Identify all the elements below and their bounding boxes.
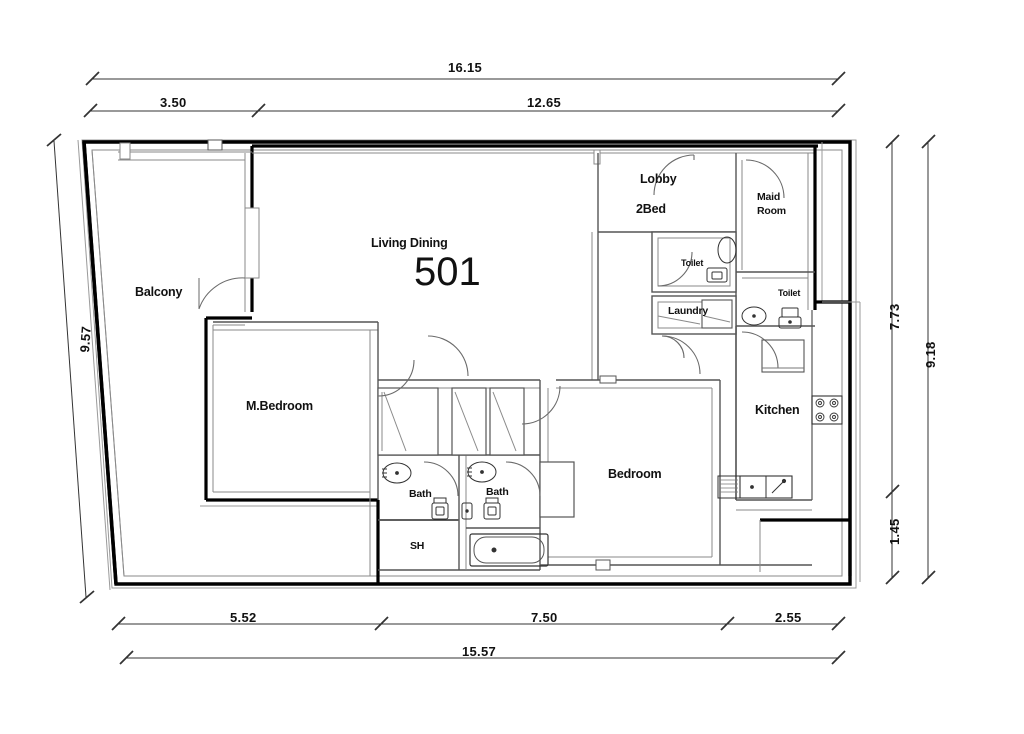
bathtub [469,533,549,567]
dimension-left-overall: 9.57 [77,325,94,353]
room-label-lobby: Lobby [640,172,677,186]
room-label-maid-room-line2: Room [757,205,786,217]
unit-number: 501 [414,250,481,294]
window [595,559,611,571]
dimension-right-upper: 7.73 [887,303,902,330]
wash-basin [717,236,737,264]
outer-wall-left-slant [77,139,125,591]
window [599,375,617,384]
room-label-bath-right: Bath [486,486,509,498]
dimension-top-left: 3.50 [160,95,187,110]
counter [761,339,805,373]
room-label-toilet-upper: Toilet [681,258,704,268]
room-label-balcony: Balcony [135,285,183,299]
toilet-wc [706,267,728,283]
window-jambs [207,139,617,571]
dimension-right-overall: 9.18 [923,341,938,368]
wash-basin [741,306,767,326]
dimension-top-overall: 16.15 [448,60,483,75]
dimension-bottom-left: 5.52 [230,610,257,625]
dimension-bottom-mid: 7.50 [531,610,558,625]
room-label-kitchen: Kitchen [755,403,800,417]
room-label-master-bedroom: M.Bedroom [246,399,313,413]
dimension-bottom-right: 2.55 [775,610,802,625]
room-label-maid-room-line1: Maid [757,191,781,203]
room-label-laundry: Laundry [668,305,709,317]
dimension-top-right: 12.65 [527,95,562,110]
dimension-lines [46,71,936,665]
stove-4-burner [811,395,843,425]
door-swings [377,154,785,497]
window [207,139,223,151]
outer-wall-bottom-right [759,518,850,572]
balcony-door-swing [198,277,246,310]
dimension-right-lower: 1.45 [887,518,902,545]
room-label-living-dining: Living Dining [371,236,448,250]
plumbing-fixtures [380,236,843,567]
dim-line-left [53,140,87,598]
room-label-shower: SH [410,540,425,552]
room-label-toilet-right: Toilet [778,288,801,298]
room-label-bedroom: Bedroom [608,467,662,481]
room-label-2bed: 2Bed [636,202,666,216]
room-label-bath-left: Bath [409,488,432,500]
dimension-bottom-overall: 15.57 [462,644,497,659]
interior-partitions [213,142,861,582]
